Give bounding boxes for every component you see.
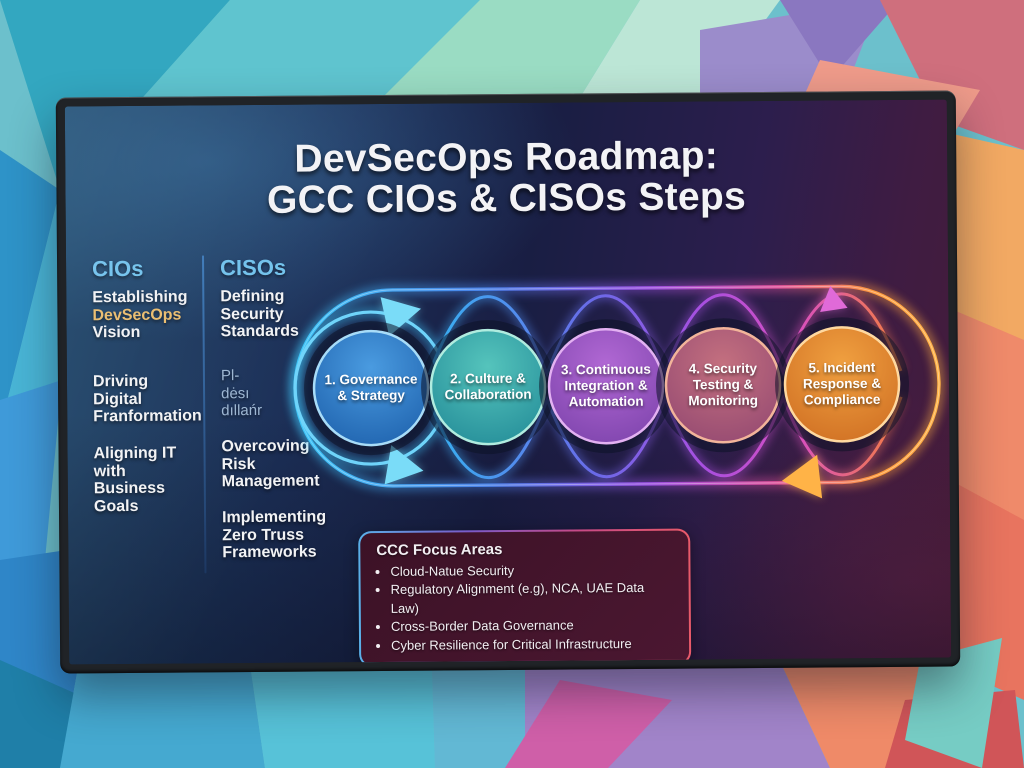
focus-item: Cyber Resilience for Critical Infrastruc… xyxy=(391,635,675,656)
step-label-5: 5. Incident Response & Compliance xyxy=(802,359,882,408)
roadmap-loop-svg xyxy=(289,280,945,499)
focus-areas-box: CCC Focus Areas Cloud-Natue Security Reg… xyxy=(358,528,692,665)
step-circle-3 xyxy=(539,319,674,454)
step-circle-2 xyxy=(421,320,556,455)
step-label-4: 4. Security Testing & Monitoring xyxy=(688,360,759,409)
step-label-2: 2. Culture & Collaboration xyxy=(444,370,532,403)
focus-areas-list: Cloud-Natue Security Regulatory Alignmen… xyxy=(374,561,675,656)
step-circle-4 xyxy=(656,318,791,453)
focus-item: Regulatory Alignment (e.g), NCA, UAE Dat… xyxy=(391,579,675,618)
focus-item: Cloud-Natue Security xyxy=(390,561,674,582)
step-label-1: 1. Governance & Strategy xyxy=(324,371,418,404)
step-label-3: 3. Continuous Integration & Automation xyxy=(560,361,651,410)
focus-item: Cross-Border Data Governance xyxy=(391,616,675,637)
screen: DevSecOps Roadmap: GCC CIOs & CISOs Step… xyxy=(64,99,952,665)
focus-areas-title: CCC Focus Areas xyxy=(376,541,503,560)
arrow-bottom-right-icon xyxy=(781,454,823,499)
arrow-top-right-icon xyxy=(820,285,848,313)
step-circle-1 xyxy=(304,321,439,456)
step-circle-5 xyxy=(775,317,910,452)
arrow-bottom-left-icon xyxy=(384,445,424,485)
monitor-frame: DevSecOps Roadmap: GCC CIOs & CISOs Step… xyxy=(55,90,961,674)
